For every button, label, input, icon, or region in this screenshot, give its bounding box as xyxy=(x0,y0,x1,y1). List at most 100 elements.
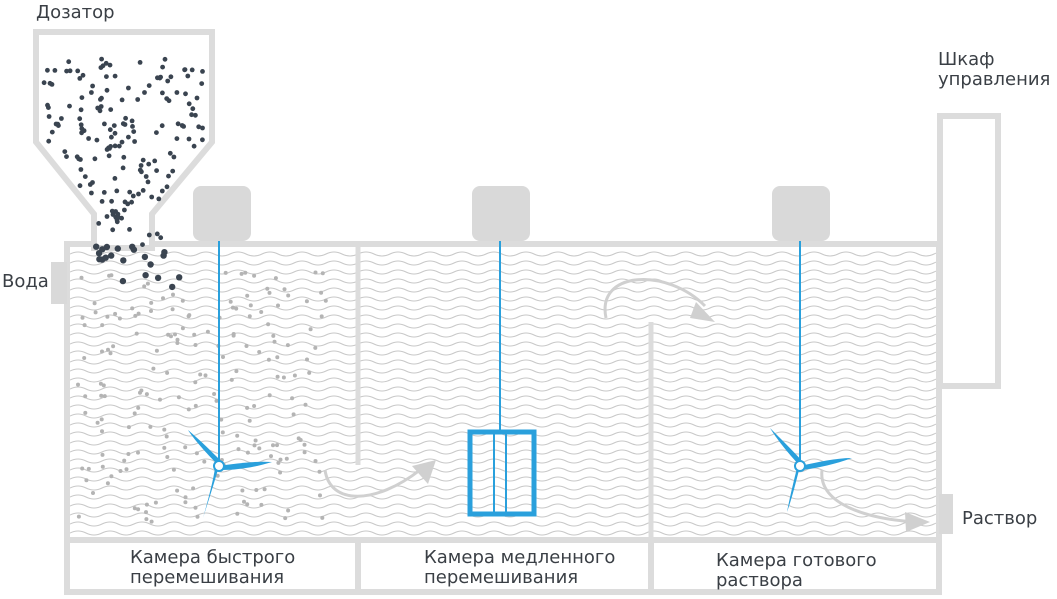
dispersed-particle xyxy=(202,459,207,464)
dispersed-particle xyxy=(304,299,309,304)
reagent-particle xyxy=(46,138,52,144)
reagent-particle xyxy=(145,179,151,185)
dispersed-particle xyxy=(99,393,104,398)
wave-line xyxy=(70,350,936,356)
reagent-particle xyxy=(168,74,174,80)
reagent-particle xyxy=(96,221,102,226)
dispersed-particle xyxy=(92,301,97,306)
reagent-particle xyxy=(75,68,81,74)
dispersed-particle xyxy=(83,410,88,415)
reagent-particle xyxy=(146,232,152,238)
arrow-head-2 xyxy=(690,302,715,322)
label-chamber-slow-line1: Камера медленного xyxy=(424,547,616,568)
reagent-particle xyxy=(165,78,171,84)
dispersed-particle xyxy=(253,438,258,443)
label-chamber-ready-line1: Камера готового xyxy=(716,550,877,571)
dispersed-particle xyxy=(220,430,225,435)
wave-line xyxy=(70,467,936,473)
reagent-particle xyxy=(131,129,137,135)
dispersed-particle xyxy=(98,381,103,386)
reagent-particle xyxy=(140,157,146,163)
reagent-particle xyxy=(132,139,138,144)
dispersed-particle xyxy=(231,333,236,338)
reagent-particle xyxy=(189,67,195,73)
dispersed-particle xyxy=(252,404,257,408)
dispersed-particle xyxy=(142,284,147,289)
dispersed-particle xyxy=(83,394,88,399)
dispersed-particle xyxy=(100,464,105,469)
wave-line xyxy=(70,422,936,428)
reagent-particle xyxy=(162,56,168,62)
label-chamber-slow: Камера медленного перемешивания xyxy=(424,548,615,588)
dispersed-particle xyxy=(144,502,149,507)
reagent-particle xyxy=(49,129,55,135)
dispersed-particle xyxy=(302,450,307,455)
motor-3 xyxy=(772,186,830,241)
reagent-particle xyxy=(102,121,107,127)
dispersed-particle xyxy=(186,407,191,412)
dispersed-particle xyxy=(138,390,142,395)
dispersed-particle xyxy=(86,466,91,471)
dispersed-particle xyxy=(247,418,252,423)
dispersed-particle xyxy=(290,396,295,401)
dispersed-particle xyxy=(191,486,196,491)
wave-line xyxy=(70,404,936,410)
dispersed-particle xyxy=(205,329,210,334)
reagent-particle xyxy=(112,130,118,136)
wave-line xyxy=(70,260,936,266)
reagent-particle xyxy=(138,163,144,168)
reagent-particle xyxy=(137,167,143,173)
dispenser-hopper xyxy=(33,29,215,251)
dispersed-particle xyxy=(229,377,234,382)
reagent-particle xyxy=(79,95,85,100)
dispersed-particle xyxy=(319,290,324,295)
motors xyxy=(193,186,830,241)
partitions xyxy=(355,247,654,537)
dispersed-particle xyxy=(193,505,198,510)
wave-line xyxy=(70,476,936,482)
label-chamber-ready: Камера готового раствора xyxy=(716,551,877,591)
propeller-ready xyxy=(770,428,852,512)
reagent-particle xyxy=(119,215,124,221)
label-control-cabinet-line2: управления xyxy=(938,69,1051,90)
reagent-particle xyxy=(101,190,107,195)
dispersed-particle xyxy=(303,402,308,407)
reagent-particle xyxy=(125,85,131,91)
dispersed-particle xyxy=(275,355,280,360)
label-water: Вода xyxy=(2,271,49,292)
wave-line xyxy=(70,494,936,500)
reagent-particle xyxy=(129,199,135,205)
dispersed-particle xyxy=(154,348,159,353)
reagent-particle xyxy=(108,252,115,259)
wave-line xyxy=(70,503,936,509)
dispersed-particle xyxy=(245,450,250,455)
dispersed-particle xyxy=(323,298,328,303)
reagent-particle xyxy=(125,134,131,140)
dispersed-particle xyxy=(278,470,283,475)
reagent-particle xyxy=(176,274,183,281)
reagent-particle xyxy=(80,72,86,78)
reagent-particle xyxy=(154,168,160,174)
reagent-particle xyxy=(77,76,83,81)
dispersed-particle xyxy=(215,473,220,478)
dispersed-particle xyxy=(266,357,271,362)
reagent-particle xyxy=(142,272,149,279)
dispersed-particle xyxy=(302,442,307,447)
dispersed-particle xyxy=(245,293,250,298)
dispersed-particle xyxy=(106,347,110,352)
reagent-particle xyxy=(99,246,106,253)
dispersed-particle xyxy=(145,281,150,286)
dispersed-particle xyxy=(193,343,198,347)
dispersed-particle xyxy=(100,429,104,434)
dispersed-particle xyxy=(105,314,110,319)
dispersed-particle xyxy=(283,516,288,521)
reagent-particle xyxy=(175,121,181,127)
reagent-particle xyxy=(77,116,83,122)
reagent-particle xyxy=(99,199,105,204)
reagent-particle xyxy=(64,68,69,74)
reagent-particle xyxy=(47,80,53,86)
reagent-particle xyxy=(96,256,103,263)
wave-line xyxy=(70,395,936,401)
liquid-waves xyxy=(70,251,936,536)
